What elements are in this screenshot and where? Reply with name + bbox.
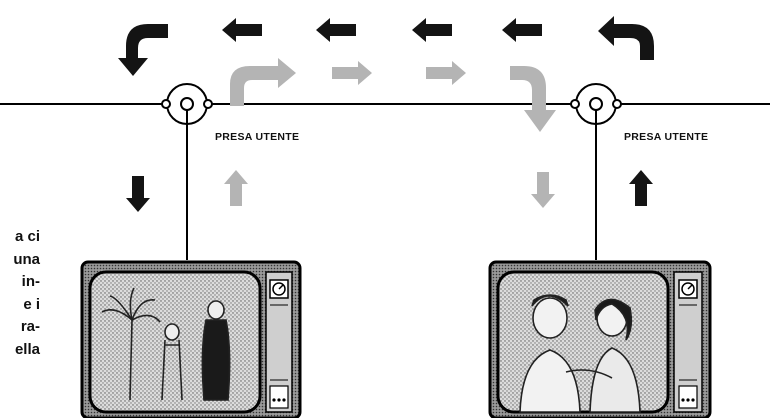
dark-arrow-left-4 bbox=[502, 18, 542, 42]
dark-arrow-left-3 bbox=[412, 18, 452, 42]
dark-arrow-down-left bbox=[126, 176, 150, 212]
outlet-label-left: PRESA UTENTE bbox=[215, 131, 300, 143]
tv-scene-couple bbox=[519, 294, 641, 413]
outlet-right-symbol bbox=[570, 83, 622, 125]
tv-scene-palm-figures bbox=[101, 287, 231, 401]
light-curved-arrow-right bbox=[510, 66, 556, 132]
light-arrow-row bbox=[332, 61, 466, 85]
dark-arrow-row bbox=[222, 18, 542, 42]
side-text-line: a ci bbox=[14, 228, 40, 245]
light-arrow-down-right bbox=[531, 172, 555, 208]
light-arrow-right-1 bbox=[332, 61, 372, 85]
dark-arrow-up-right bbox=[629, 170, 653, 206]
dark-curved-arrow-left bbox=[118, 24, 168, 76]
outlet-left-symbol bbox=[161, 83, 213, 125]
side-text-line: ra- bbox=[20, 318, 40, 335]
side-text-line: in- bbox=[21, 273, 40, 290]
light-arrow-right-2 bbox=[426, 61, 466, 85]
dark-arrow-left-1 bbox=[222, 18, 262, 42]
tv-screen-left bbox=[88, 270, 262, 414]
light-curved-arrow-left bbox=[230, 58, 296, 106]
side-text-line: e i bbox=[23, 295, 40, 313]
light-arrow-up-left bbox=[224, 170, 248, 206]
side-text-line: una bbox=[13, 250, 40, 268]
outlet-label-right: PRESA UTENTE bbox=[624, 131, 709, 143]
tv-set-left bbox=[80, 260, 302, 418]
side-text-line: ella bbox=[14, 340, 40, 358]
tv-set-right bbox=[488, 260, 712, 418]
cropped-body-text: a ci una in- e i ra- ella bbox=[0, 226, 40, 361]
dark-curved-arrow-right bbox=[598, 16, 654, 60]
dark-arrow-left-2 bbox=[316, 18, 356, 42]
